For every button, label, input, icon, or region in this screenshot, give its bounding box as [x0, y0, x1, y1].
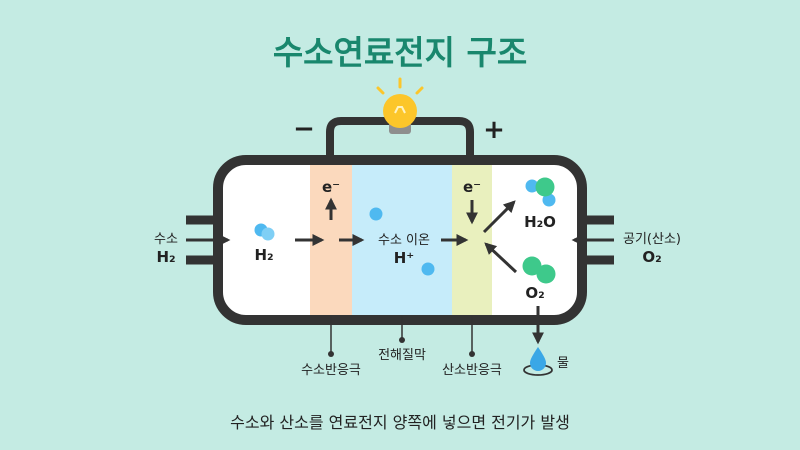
oxygen-inlet-formula: O₂ — [642, 248, 661, 266]
cathode-leader-line — [469, 316, 475, 357]
anode-chamber-formula: H₂ — [254, 246, 273, 264]
hydrogen-molecule-icon — [254, 223, 275, 241]
negative-terminal: − — [293, 114, 315, 144]
oxygen-intake-arrow — [484, 242, 518, 274]
hydrogen-ion-icon — [421, 262, 435, 276]
anode-label: 수소반응극 — [301, 363, 361, 378]
water-out-label: 물 — [557, 356, 569, 371]
water-formula: H₂O — [524, 213, 556, 231]
anode-leader-line — [328, 316, 334, 357]
electrolyte-leader-line — [399, 316, 405, 343]
hydrogen-inlet-formula: H₂ — [156, 248, 175, 266]
electrolyte-membrane — [352, 165, 452, 315]
cathode-electron-label: e⁻ — [463, 178, 481, 196]
oxygen-molecule-icon — [522, 256, 556, 284]
diagram-title: 수소연료전지 구조 — [273, 33, 527, 72]
water-molecule-icon — [525, 177, 556, 207]
diagram-caption: 수소와 산소를 연료전지 양쪽에 넣으면 전기가 발생 — [230, 413, 570, 432]
oxygen-formula: O₂ — [525, 284, 544, 302]
hydrogen-ion-icon — [369, 207, 383, 221]
anode-electron-label: e⁻ — [322, 178, 340, 196]
hydrogen-inlet-label: 수소 — [154, 232, 178, 247]
electrolyte-label: 전해질막 — [378, 348, 426, 363]
water-drop-icon — [523, 347, 553, 376]
hydrogen-ion-formula: H⁺ — [394, 249, 414, 267]
water-formation-arrow — [482, 200, 516, 234]
cathode-label: 산소반응극 — [442, 363, 502, 378]
hydrogen-ion-label: 수소 이온 — [378, 233, 430, 248]
air-inlet-label: 공기(산소) — [623, 232, 681, 247]
light-bulb-icon — [376, 77, 424, 134]
positive-terminal: + — [483, 115, 505, 145]
